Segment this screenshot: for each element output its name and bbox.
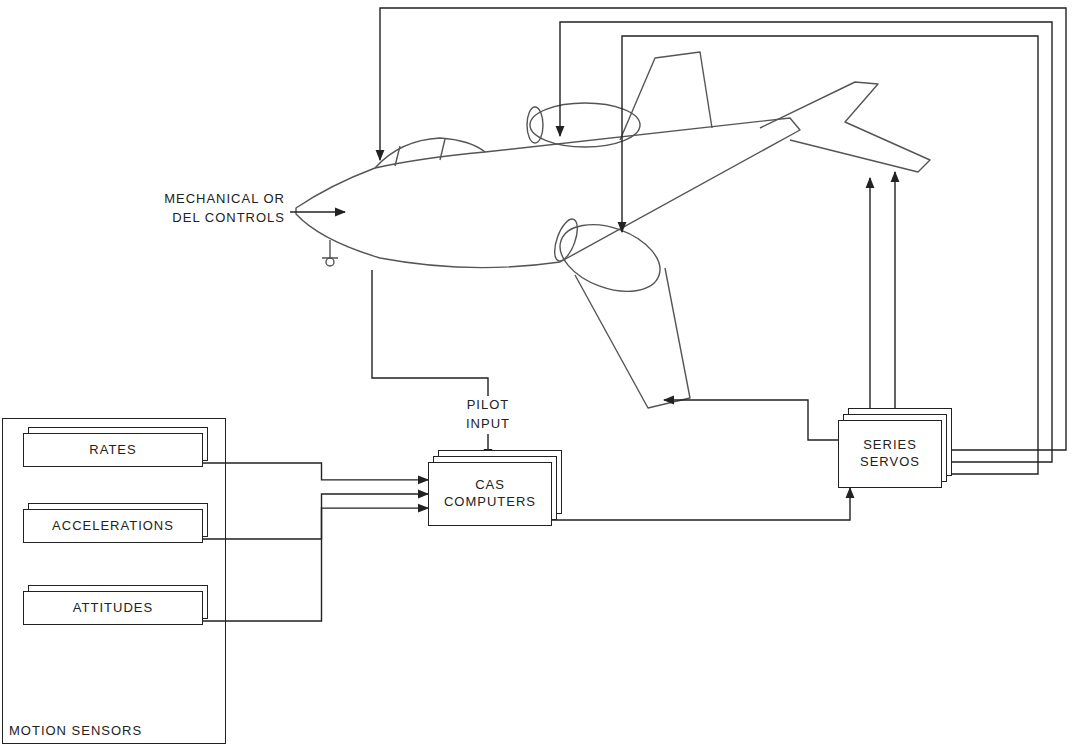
control-label: MECHANICAL OR DEL CONTROLS: [150, 190, 285, 228]
signal-arrow: [203, 494, 428, 539]
sensor-box: ACCELERATIONS: [23, 509, 203, 543]
box-text: MOTION SENSORS: [9, 723, 142, 740]
box-text: RATES: [89, 442, 136, 459]
servo-box: SERIES SERVOS: [838, 420, 942, 488]
servo-wire: [894, 172, 895, 410]
servo-wire: [560, 22, 1052, 462]
computer-box: CAS COMPUTERS: [428, 462, 552, 526]
servo-wire: [664, 400, 838, 440]
sensor-box: RATES: [23, 433, 203, 467]
signal-arrow: [552, 488, 850, 520]
signal-label: PILOT INPUT: [452, 396, 524, 434]
signal-wire: [290, 8, 1066, 474]
servo-wire: [622, 36, 1038, 474]
servo-wire: [869, 178, 870, 416]
signal-arrow: [203, 463, 428, 480]
box-text: CAS COMPUTERS: [440, 477, 540, 511]
box-text: ACCELERATIONS: [52, 518, 174, 535]
servo-wire: [380, 8, 1066, 450]
control-arrow: [290, 211, 345, 212]
box-text: ATTITUDES: [73, 600, 153, 617]
box-text: SERIES SERVOS: [850, 437, 930, 471]
sensor-group: MOTION SENSORS RATES ACCELERATIONS ATTITUDE…: [2, 418, 226, 744]
sensor-box: ATTITUDES: [23, 591, 203, 625]
aircraft-outline: [296, 52, 930, 408]
signal-arrow: [203, 508, 428, 621]
